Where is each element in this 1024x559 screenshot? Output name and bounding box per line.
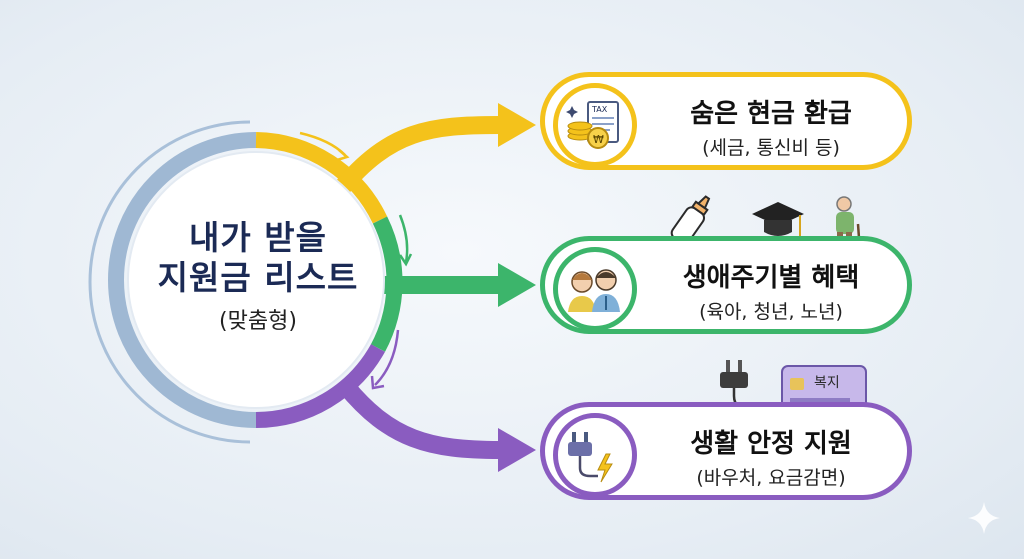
arrow-green — [375, 263, 536, 307]
arrow-purple — [338, 379, 536, 472]
center-line-2: 지원금 리스트 — [157, 258, 359, 297]
item-title: 숨은 현금 환급 — [690, 99, 852, 129]
power-plug-icon — [553, 413, 637, 497]
arrow-yellow — [333, 103, 536, 196]
item-subtitle: (육아, 청년, 노년) — [699, 301, 843, 323]
family-icon — [553, 247, 637, 331]
tax-coins-icon: TAX ₩ — [553, 83, 637, 167]
center-line-1: 내가 받을 — [189, 218, 327, 257]
item-living-stability-support[interactable]: 생활 안정 지원 (바우처, 요금감면) — [540, 402, 912, 500]
center-line-3: (맞춤형) — [219, 309, 297, 334]
center-disc — [127, 151, 385, 409]
welfare-card-label: 복지 — [814, 375, 840, 391]
item-subtitle: (바우처, 요금감면) — [696, 467, 846, 489]
graduation-cap-icon — [752, 202, 804, 236]
won-symbol: ₩ — [593, 133, 604, 146]
sparkle-icon — [968, 502, 1000, 534]
item-title: 생애주기별 혜택 — [682, 263, 860, 293]
baby-bottle-icon — [670, 195, 711, 245]
tax-label: TAX — [591, 105, 608, 114]
outer-ring — [88, 120, 251, 444]
thick-ring — [108, 132, 403, 428]
center-title: 내가 받을 지원금 리스트 (맞춤형) — [140, 218, 376, 340]
item-title: 생활 안정 지원 — [690, 429, 852, 459]
item-subtitle: (세금, 통신비 등) — [702, 137, 840, 159]
item-cash-refund[interactable]: TAX ₩ 숨은 현금 환급 (세금, 통신비 등) — [540, 72, 912, 170]
item-life-cycle-benefits[interactable]: 생애주기별 혜택 (육아, 청년, 노년) — [540, 236, 912, 334]
flow-arrows — [299, 131, 413, 390]
